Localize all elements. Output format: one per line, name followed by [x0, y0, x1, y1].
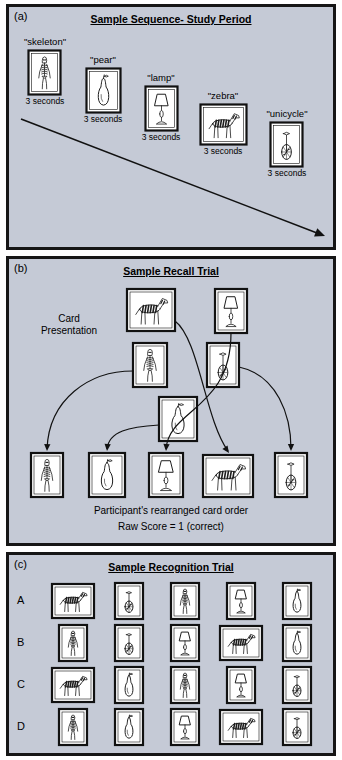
panel-frame: (b)Sample Recall TrialCard PresentationP… — [6, 256, 336, 546]
picture-card — [207, 343, 239, 387]
text-slot: Sample Recall Trial — [9, 265, 333, 277]
panel-illustration — [9, 259, 333, 543]
arrow-head — [222, 445, 229, 453]
panel-letter: (c) — [14, 558, 44, 571]
card-illustration — [85, 67, 122, 114]
picture-card — [89, 453, 125, 497]
card-illustration — [199, 103, 248, 146]
reorder-arrow — [239, 367, 291, 449]
text-slot: C — [17, 678, 33, 691]
word-label: "skeleton" — [24, 37, 66, 48]
text-slot: D — [17, 720, 33, 733]
study-card: "pear" 3 seconds — [84, 55, 123, 125]
picture-card — [200, 104, 246, 144]
picture-card — [171, 667, 199, 703]
picture-card — [115, 625, 143, 661]
picture-card — [115, 583, 143, 619]
picture-card — [115, 709, 143, 745]
text-slot: (a) — [14, 10, 44, 23]
study-card: "skeleton" 3 seconds — [24, 37, 66, 107]
text-slot: A — [17, 594, 33, 607]
arrow-head — [44, 444, 50, 451]
panel-frame: (c)Sample Recognition TrialA B C D — [6, 552, 336, 756]
text-slot: (b) — [14, 262, 44, 275]
arrow-head — [288, 444, 294, 451]
card-illustration — [27, 49, 62, 96]
panel-frame: (a)Sample Sequence- Study Period "skeleto… — [6, 4, 336, 250]
text-slot: Participant's rearranged card order — [9, 505, 333, 517]
duration-label: 3 seconds — [84, 115, 123, 125]
picture-card — [86, 68, 120, 112]
panel-letter: (a) — [14, 10, 44, 23]
study-card: "unicycle" 3 seconds — [266, 109, 307, 179]
picture-card — [52, 668, 94, 702]
reorder-arrow — [47, 371, 133, 449]
picture-card — [203, 455, 253, 497]
panel-title: Sample Recognition Trial — [9, 561, 333, 573]
picture-card — [220, 710, 262, 744]
picture-card — [115, 667, 143, 703]
annotation: Raw Score = 1 (correct) — [9, 521, 333, 533]
picture-card — [133, 343, 167, 387]
panel-illustration — [9, 555, 333, 753]
row-letter: D — [17, 720, 33, 733]
reorder-arrow — [107, 425, 159, 449]
text-slot: Raw Score = 1 (correct) — [9, 521, 333, 533]
picture-card — [171, 709, 199, 745]
text-slot: Sample Recognition Trial — [9, 561, 333, 573]
row-letter: A — [17, 594, 33, 607]
panel-title: Sample Recall Trial — [9, 265, 333, 277]
picture-card — [275, 453, 307, 497]
picture-card — [149, 453, 183, 497]
picture-card — [227, 583, 255, 619]
picture-card — [283, 625, 311, 661]
text-slot: B — [17, 636, 33, 649]
text-slot: (c) — [14, 558, 44, 571]
picture-card — [145, 86, 177, 130]
picture-card — [59, 709, 87, 745]
study-card: "zebra" 3 seconds — [199, 91, 248, 157]
word-label: "lamp" — [147, 73, 174, 84]
picture-card — [283, 583, 311, 619]
picture-card — [171, 625, 199, 661]
picture-card — [52, 584, 94, 618]
picture-card — [159, 397, 197, 441]
arrow-head — [163, 444, 169, 451]
picture-card — [59, 625, 87, 661]
picture-card — [283, 709, 311, 745]
time-arrow — [21, 119, 317, 233]
row-letter: C — [17, 678, 33, 691]
row-letter: B — [17, 636, 33, 649]
picture-card — [271, 122, 303, 166]
picture-card — [227, 667, 255, 703]
word-label: "pear" — [90, 55, 116, 66]
word-label: "unicycle" — [266, 109, 307, 120]
annotation: Participant's rearranged card order — [9, 505, 333, 517]
arrow-head — [314, 228, 325, 236]
duration-label: 3 seconds — [204, 147, 243, 157]
duration-label: 3 seconds — [142, 133, 181, 143]
annotation: Card Presentation — [29, 313, 109, 336]
text-slot: Sample Sequence- Study Period — [9, 13, 333, 25]
word-label: "zebra" — [208, 91, 239, 102]
picture-card — [220, 626, 262, 660]
picture-card — [215, 289, 247, 333]
reorder-arrow — [166, 333, 231, 449]
arrow-head — [105, 444, 111, 451]
card-illustration — [144, 85, 179, 132]
reorder-arrow — [175, 321, 228, 451]
picture-card — [283, 667, 311, 703]
duration-label: 3 seconds — [26, 97, 65, 107]
picture-card — [29, 50, 61, 94]
picture-card — [171, 583, 199, 619]
duration-label: 3 seconds — [268, 169, 307, 179]
study-card: "lamp" 3 seconds — [142, 73, 181, 143]
text-slot: Card Presentation — [29, 313, 109, 336]
panel-title: Sample Sequence- Study Period — [9, 13, 333, 25]
panel-letter: (b) — [14, 262, 44, 275]
picture-card — [31, 453, 63, 497]
picture-card — [127, 289, 175, 331]
card-illustration — [269, 121, 304, 168]
